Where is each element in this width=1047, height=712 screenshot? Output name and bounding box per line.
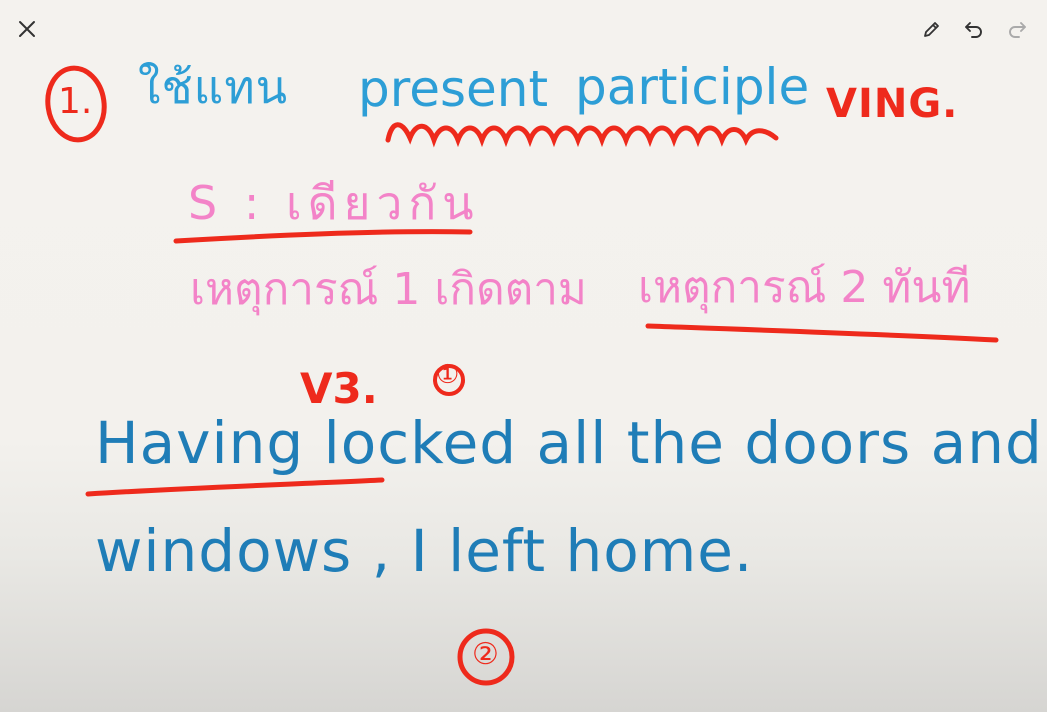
marker-2: ②: [472, 637, 499, 672]
marker-1b: ①.: [436, 360, 468, 390]
wavy-underline: [385, 122, 779, 148]
pen-icon: [924, 22, 939, 37]
circle-marker-1b: [433, 364, 465, 396]
redo-button[interactable]: [1002, 14, 1032, 44]
undo-icon: [965, 22, 982, 38]
redo-icon: [1009, 22, 1026, 38]
word-present: present: [358, 60, 549, 118]
event-2-note: เหตุการณ์ 2 ทันที: [638, 262, 971, 313]
close-button[interactable]: [12, 14, 42, 44]
circle-marker-2: [457, 628, 515, 686]
same-subject-note: S : เดียวกัน: [188, 176, 480, 230]
underline-same-subject: [173, 229, 473, 244]
example-sentence-line-1: Having locked all the doors and: [95, 409, 1043, 477]
pen-button[interactable]: [917, 14, 947, 44]
v3-label: V3.: [300, 364, 378, 413]
marker-1: 1.: [58, 81, 93, 122]
example-sentence-line-2: windows , I left home.: [95, 517, 754, 585]
event-1-note: เหตุการณ์ 1 เกิดตาม: [190, 264, 587, 315]
underline-having-locked: [85, 477, 385, 497]
underline-event-2: [645, 323, 999, 343]
circle-marker-1: [45, 65, 107, 143]
close-icon: [19, 21, 35, 37]
undo-button[interactable]: [959, 14, 989, 44]
word-ving: VING.: [826, 81, 959, 127]
thai-use-instead: ใช้แทน: [138, 60, 289, 114]
word-participle: participle: [575, 58, 810, 116]
